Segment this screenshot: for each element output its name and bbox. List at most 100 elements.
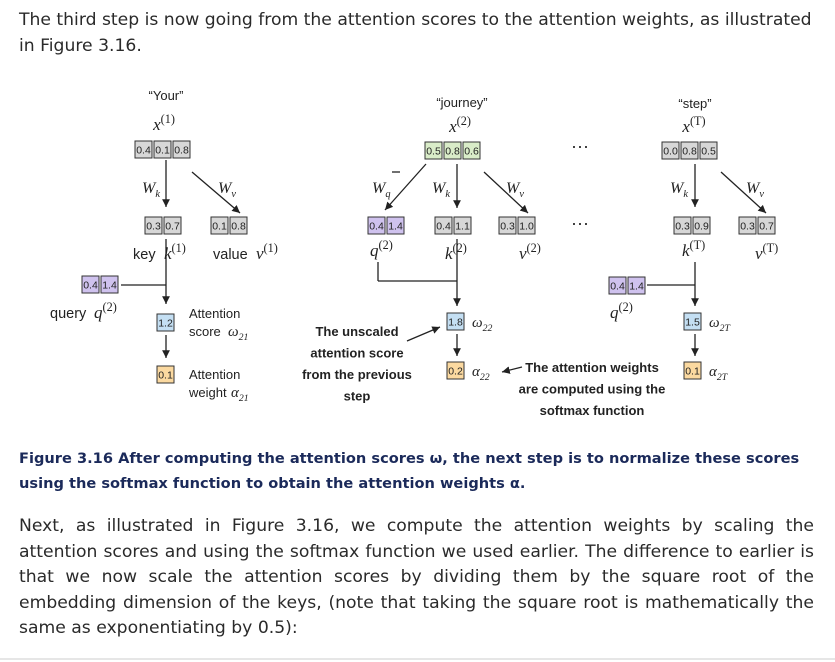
x1-symbol: x(1) <box>152 112 175 134</box>
divider <box>0 658 835 660</box>
embedding-xT-value: 0.5 <box>701 146 716 158</box>
xT-symbol: x(T) <box>681 114 705 136</box>
ellipsis-mid: ··· <box>571 213 589 233</box>
q2-right-symbol: q(2) <box>610 300 633 322</box>
wv-symbol-3: Wv <box>746 180 764 200</box>
query2-value: 0.4 <box>369 221 384 233</box>
value1-value: 0.1 <box>212 221 227 233</box>
embedding-x1-cell <box>134 140 153 159</box>
wk-symbol-2: Wk <box>432 180 450 200</box>
query2-right-value: 1.4 <box>629 281 644 293</box>
query-box-cell <box>81 275 100 294</box>
omega2T-symbol: ω2T <box>709 315 730 334</box>
score2T-value: 1.5 <box>685 317 700 329</box>
embedding-x2-cell <box>424 141 443 160</box>
query-box-cell <box>100 275 119 294</box>
alpha21-symbol: α21 <box>231 385 249 404</box>
vT-symbol: v(T) <box>755 241 778 263</box>
note-unscaled-score: step <box>344 389 371 404</box>
attention-score-label: Attention <box>189 306 240 321</box>
query-q2-symbol: q(2) <box>94 300 117 322</box>
embedding-x1-cell <box>172 140 191 159</box>
score21-value: 1.2 <box>158 318 173 330</box>
embedding-xT-cell <box>680 141 699 160</box>
intro-paragraph: The third step is now going from the att… <box>19 10 812 56</box>
score2T-cell <box>683 312 702 331</box>
k2-symbol: k(2) <box>445 241 467 263</box>
value2-value: 0.3 <box>500 221 515 233</box>
embedding-x1-value: 0.1 <box>155 145 170 157</box>
connector-line <box>483 171 529 214</box>
alpha22-symbol: α22 <box>472 364 490 383</box>
key2-cell <box>453 216 472 235</box>
wk-symbol-3: Wk <box>670 180 688 200</box>
key1-cell <box>144 216 163 235</box>
embedding-xT-cell <box>699 141 718 160</box>
key2-value: 1.1 <box>455 221 470 233</box>
embedding-x2-cell <box>443 141 462 160</box>
embedding-x2-value: 0.8 <box>445 146 460 158</box>
query2-right-cell <box>608 276 627 295</box>
connector-line <box>191 171 241 214</box>
attention-weight-label: weight <box>188 385 227 400</box>
wk-symbol: Wk <box>142 180 160 200</box>
weight21-value: 0.1 <box>158 370 173 382</box>
connector-line <box>406 326 441 342</box>
body-paragraph: Next, as illustrated in Figure 3.16, we … <box>19 516 814 638</box>
note-unscaled-score: The unscaled <box>315 324 398 339</box>
token-label-journey: “journey” <box>436 95 487 110</box>
value1-cell <box>229 216 248 235</box>
embedding-x1-cell <box>153 140 172 159</box>
valueT-value: 0.3 <box>740 221 755 233</box>
score21-cell <box>156 313 175 332</box>
valueT-cell <box>757 216 776 235</box>
v1-symbol: v(1) <box>256 241 278 263</box>
key1-value: 0.7 <box>165 221 180 233</box>
omega22-symbol: ω22 <box>472 315 492 334</box>
note-unscaled-score: from the previous <box>302 367 412 382</box>
embedding-x2-cell <box>462 141 481 160</box>
keyT-cell <box>673 216 692 235</box>
embedding-x2-value: 0.5 <box>426 146 441 158</box>
note-softmax: The attention weights <box>525 360 659 375</box>
embedding-x1-value: 0.4 <box>136 145 151 157</box>
weight21-cell <box>156 365 175 384</box>
connector-line <box>501 366 523 374</box>
valueT-cell <box>738 216 757 235</box>
score22-value: 1.8 <box>448 317 463 329</box>
embedding-xT-cell <box>661 141 680 160</box>
valueT-value: 0.7 <box>759 221 774 233</box>
v2-symbol: v(2) <box>519 241 541 263</box>
note-softmax: are computed using the <box>519 382 666 397</box>
attention-score-label: score <box>189 324 221 339</box>
note-unscaled-score: attention score <box>310 346 403 361</box>
value1-value: 0.8 <box>231 221 246 233</box>
note-softmax: softmax function <box>540 403 645 418</box>
value-label: value <box>213 247 248 263</box>
token-label-your: “Your” <box>149 88 184 103</box>
query2-right-cell <box>627 276 646 295</box>
query-box-value: 1.4 <box>102 280 117 292</box>
embedding-xT-value: 0.0 <box>663 146 678 158</box>
token-label-step: “step” <box>678 96 711 111</box>
key1-cell <box>163 216 182 235</box>
wq-symbol: Wq <box>372 180 391 200</box>
wv-symbol: Wv <box>218 180 236 200</box>
query2-cell <box>367 216 386 235</box>
value2-value: 1.0 <box>519 221 534 233</box>
figure-caption: Figure 3.16 After computing the attentio… <box>19 450 800 492</box>
value2-cell <box>517 216 536 235</box>
score22-cell <box>446 312 465 331</box>
key2-cell <box>434 216 453 235</box>
x2-symbol: x(2) <box>448 114 471 136</box>
query-box-value: 0.4 <box>83 280 98 292</box>
value2-cell <box>498 216 517 235</box>
weight2T-value: 0.1 <box>685 366 700 378</box>
ellipsis-top: ··· <box>571 136 589 156</box>
query2-right-value: 0.4 <box>610 281 625 293</box>
query2-cell <box>386 216 405 235</box>
wv-symbol-2: Wv <box>506 180 524 200</box>
omega21-symbol: ω21 <box>228 324 248 343</box>
weight22-cell <box>446 361 465 380</box>
